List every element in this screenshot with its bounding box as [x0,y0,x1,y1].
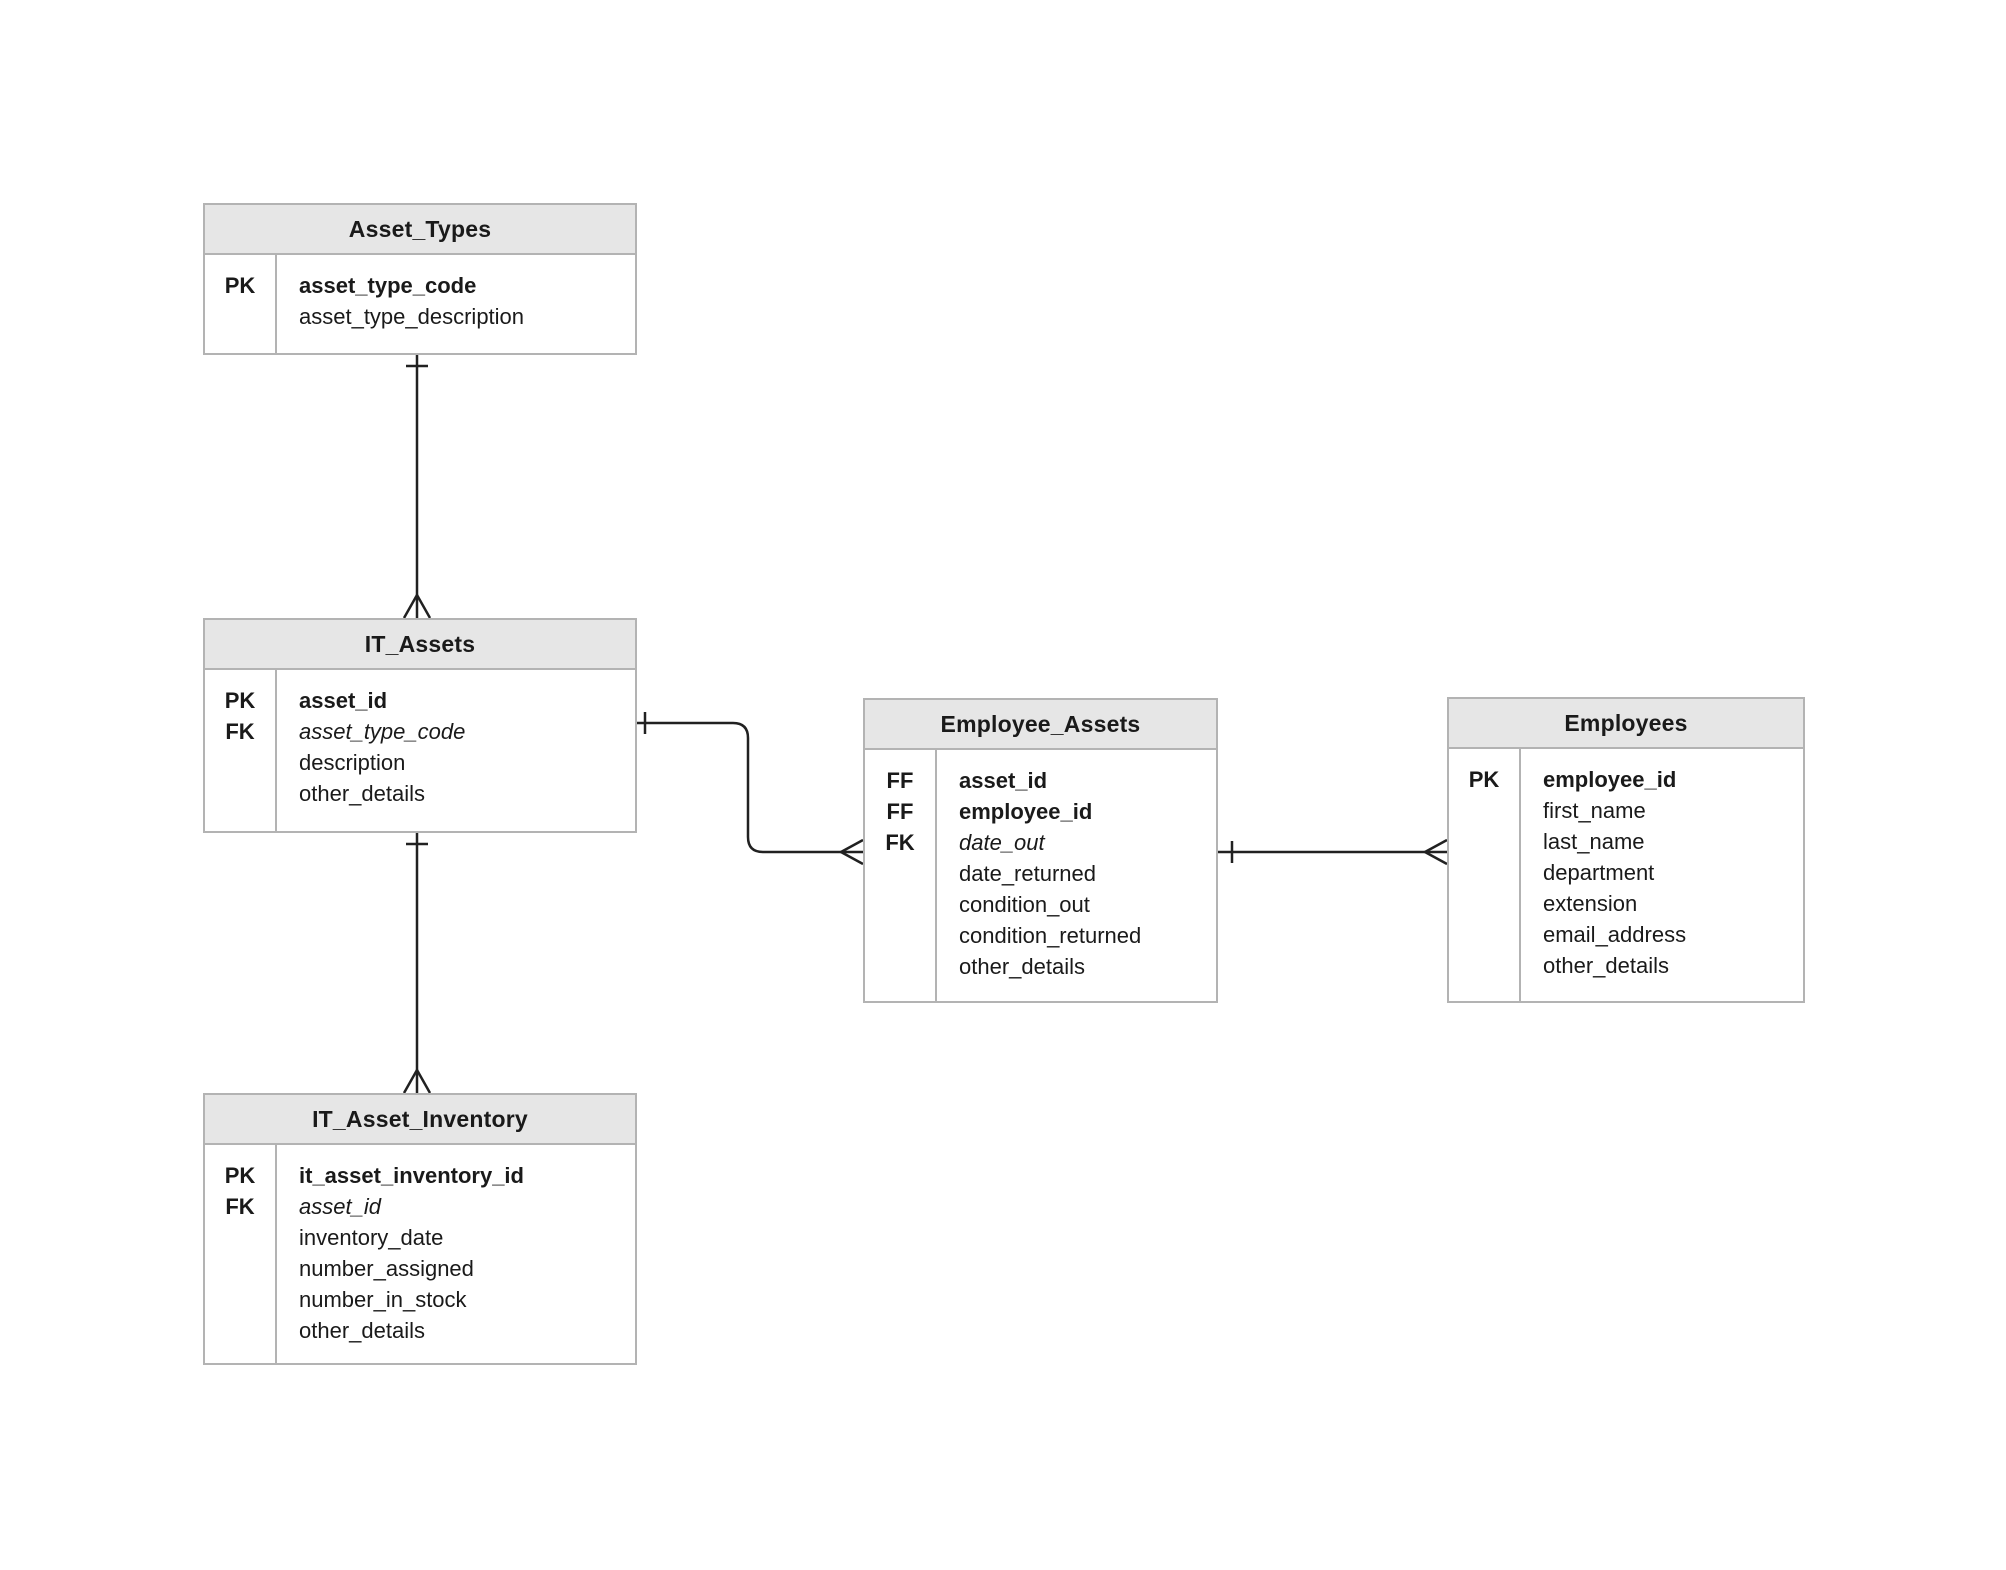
field-date_out: date_out [959,830,1045,855]
entity-body: FF FF FK asset_id employee_id date_out date_re… [865,750,1216,1001]
entity-title-employee-assets: Employee_Assets [865,700,1216,750]
entity-title-employees: Employees [1449,699,1803,749]
relationship-it-assets-to-employee-assets[interactable] [637,712,864,866]
key-label-pk: PK [224,273,256,298]
field-other_details: other_details [299,781,425,806]
field-first_name: first_name [1543,798,1646,823]
field-last_name: last_name [1543,829,1645,854]
key-label-fk: FK [225,719,255,744]
key-column: PK [205,255,277,353]
field-asset_id: asset_id [299,688,388,713]
entity-title-asset-types: Asset_Types [205,205,635,255]
key-label-pk: PK [224,688,256,713]
field-column: it_asset_inventory_id asset_id inventory_d… [277,1145,635,1363]
field-other_details: other_details [299,1318,425,1343]
field-description: description [299,750,406,775]
key-label-fk: FK [225,1194,255,1219]
cardinality-crow-foot-icon [402,1069,432,1094]
entity-title-it-assets: IT_Assets [205,620,635,670]
field-number_in_stock: number_in_stock [299,1287,467,1312]
field-condition_out: condition_out [959,892,1090,917]
key-column: FF FF FK [865,750,937,1001]
field-other_details: other_details [959,954,1085,979]
field-column: asset_type_code asset_type_description [277,255,635,353]
field-other_details: other_details [1543,953,1669,978]
entity-body: PK FK asset_id asset_type_code description ot… [205,670,635,831]
field-employee_id: employee_id [1543,767,1677,792]
key-label-ff: FF [886,768,914,793]
entity-body: PK employee_id first_name last_name departme… [1449,749,1803,1001]
key-label-fk: FK [885,830,915,855]
cardinality-crow-foot-icon [1424,838,1448,866]
entity-body: PK asset_type_code asset_type_description [205,255,635,353]
field-email_address: email_address [1543,922,1687,947]
key-label-pk: PK [1468,767,1500,792]
field-it_asset_inventory_id: it_asset_inventory_id [299,1163,524,1188]
relationship-employee-assets-to-employees[interactable] [1218,838,1448,866]
key-column: PK [1449,749,1521,1001]
field-inventory_date: inventory_date [299,1225,444,1250]
field-column: employee_id first_name last_name department… [1521,749,1803,1001]
field-department: department [1543,860,1655,885]
field-column: asset_id employee_id date_out date_returned… [937,750,1216,1001]
field-date_returned: date_returned [959,861,1096,886]
field-asset_type_code: asset_type_code [299,273,477,298]
field-condition_returned: condition_returned [959,923,1142,948]
field-asset_id: asset_id [959,768,1048,793]
field-employee_id: employee_id [959,799,1093,824]
relationship-asset-types-to-it-assets[interactable] [402,355,432,619]
key-label-ff: FF [886,799,914,824]
cardinality-crow-foot-icon [840,838,864,866]
relationship-line [637,721,863,854]
field-number_assigned: number_assigned [299,1256,474,1281]
key-column: PK FK [205,670,277,831]
field-extension: extension [1543,891,1638,916]
entity-title-it-asset-inventory: IT_Asset_Inventory [205,1095,635,1145]
field-column: asset_id asset_type_code description other_… [277,670,635,831]
key-label-pk: PK [224,1163,256,1188]
field-asset_id: asset_id [299,1194,381,1219]
field-asset_type_code: asset_type_code [299,719,466,744]
relationship-it-assets-to-it-asset-inventory[interactable] [402,833,432,1094]
cardinality-crow-foot-icon [402,594,432,619]
key-column: PK FK [205,1145,277,1363]
field-asset_type_description: asset_type_description [299,304,525,329]
